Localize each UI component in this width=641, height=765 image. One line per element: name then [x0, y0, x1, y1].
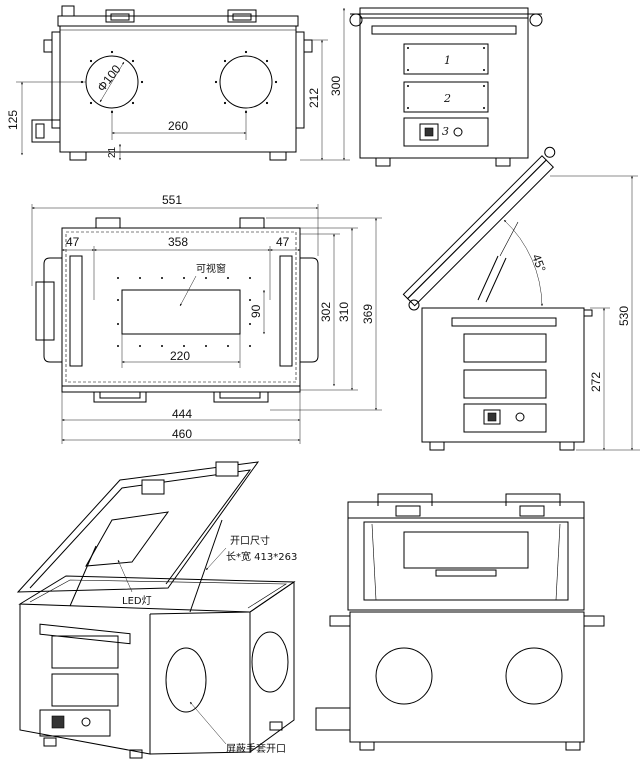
dim-inner-width: 358	[168, 235, 188, 249]
dim-lid-angle: 45°	[529, 252, 548, 274]
top-view: 可视窗 551 358 47 47 220 90 302 310 369	[31, 193, 382, 444]
side-panel-label-1: 1	[444, 54, 451, 67]
dim-depth-total: 369	[361, 304, 375, 324]
open-side-view: 45° 272 530	[402, 146, 640, 451]
front-view: Φ100 260 125 21 212 300	[6, 5, 350, 161]
dim-base-total: 460	[172, 427, 192, 441]
top-window-label: 可视窗	[196, 262, 226, 275]
iso-opening-title: 开口尺寸	[230, 534, 270, 547]
dim-overall-width: 551	[162, 193, 182, 207]
iso-opening-size: 长*宽 413*263	[226, 550, 297, 563]
dim-depth-mid: 310	[337, 302, 351, 322]
dim-depth-inner: 302	[319, 302, 333, 322]
dim-foot-offset: 21	[107, 146, 118, 158]
dim-base-inner: 444	[172, 407, 192, 421]
side-panel-label-2: 2	[443, 92, 451, 105]
side-panel-label-3: 3	[442, 125, 449, 138]
dim-total-height: 300	[329, 76, 343, 96]
dim-window-width: 220	[170, 349, 190, 363]
dim-body-height: 212	[307, 88, 321, 108]
dim-margin-left: 47	[66, 235, 80, 249]
iso-glove-port-label: 屏蔽手套开口	[226, 742, 286, 755]
front-port-screws	[80, 50, 278, 114]
dim-window-height: 90	[249, 304, 263, 318]
iso-view: 开口尺寸 长*宽 413*263 LED灯 屏蔽手套开口	[16, 461, 297, 759]
top-window-screws	[117, 277, 251, 347]
iso-led-label: LED灯	[122, 595, 152, 607]
dim-margin-right: 47	[276, 235, 290, 249]
side-view: 1 2 3	[349, 7, 543, 167]
dim-open-total-height: 530	[617, 306, 631, 326]
dim-port-center-height: 125	[6, 110, 20, 130]
side-panel-screws	[407, 47, 485, 109]
dim-port-diameter: Φ100	[94, 62, 123, 94]
dim-open-body-height: 272	[589, 372, 603, 392]
dim-port-spacing: 260	[168, 119, 188, 133]
front-open-view	[315, 493, 605, 751]
